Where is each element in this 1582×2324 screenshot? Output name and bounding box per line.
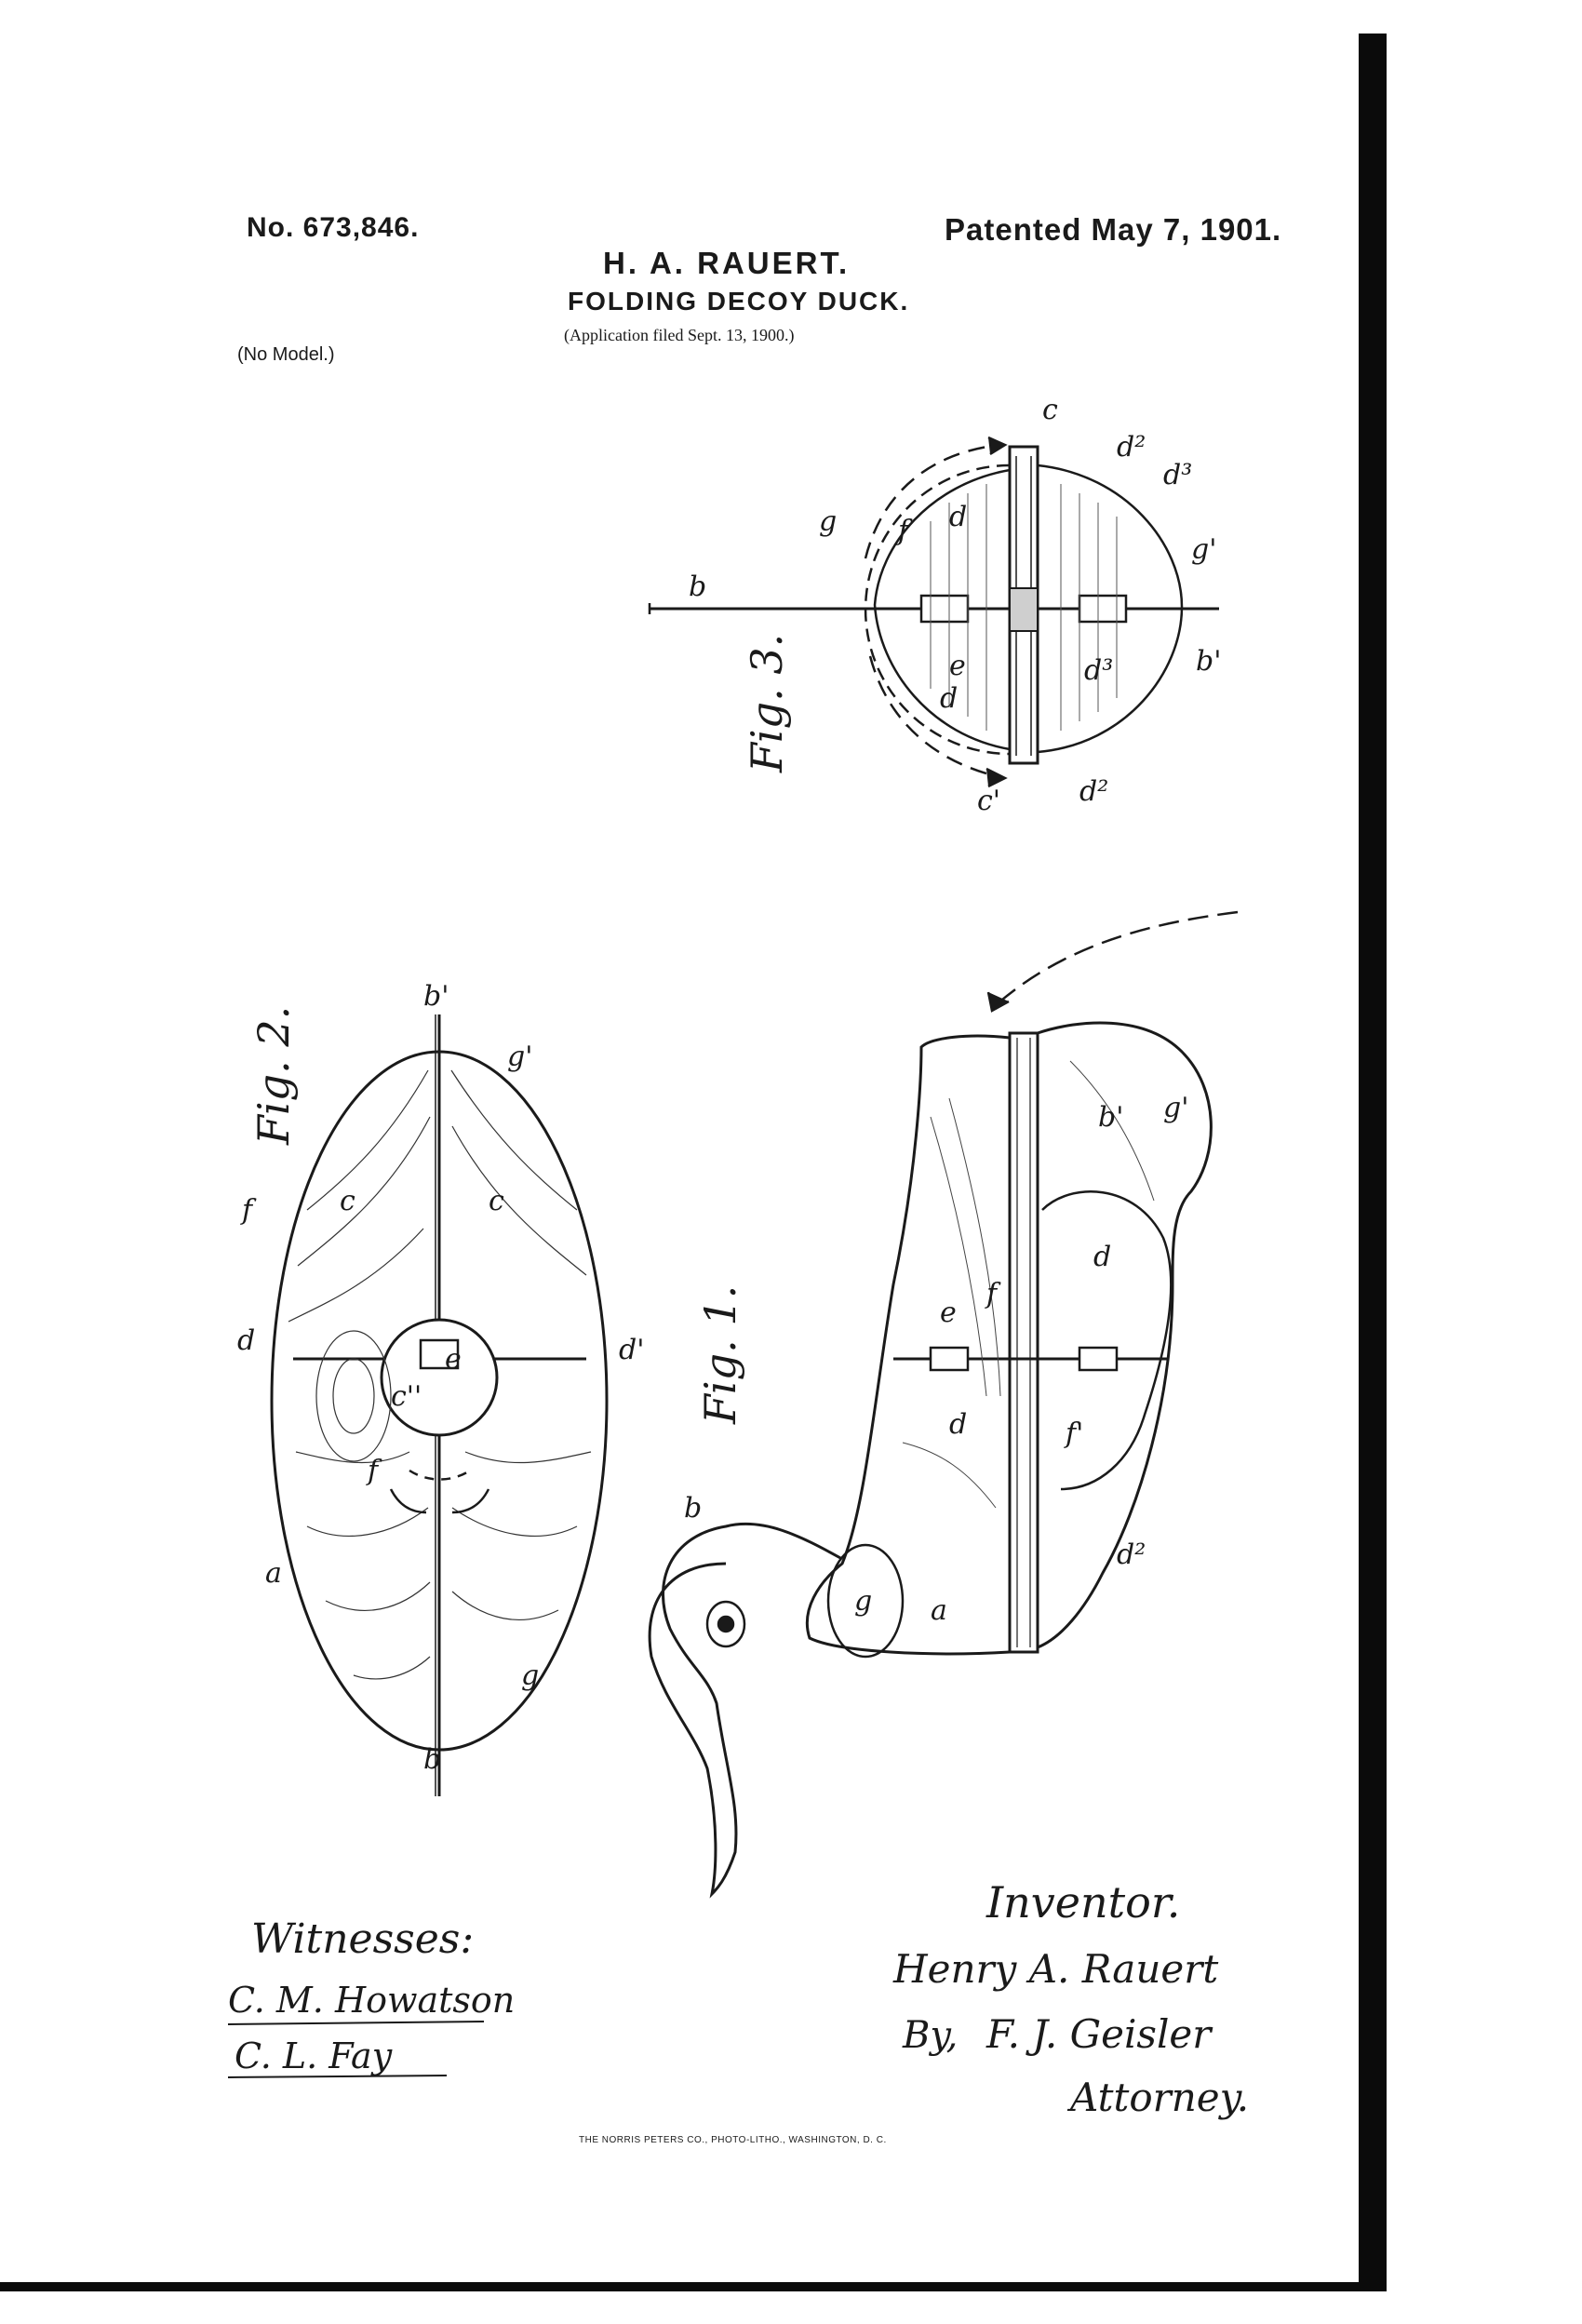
fig2-ref-g: g xyxy=(521,1659,539,1692)
no-model-note: (No Model.) xyxy=(237,344,335,365)
fig1-ref-b-prime: b' xyxy=(1098,1101,1123,1134)
printer-imprint: THE NORRIS PETERS CO., PHOTO-LITHO., WAS… xyxy=(579,2135,887,2145)
inventor-label: Inventor. xyxy=(985,1877,1180,1928)
figure-3-drawing xyxy=(648,436,1219,788)
fig3-ref-c: c xyxy=(1042,394,1058,426)
witness-1-signature: C. M. Howatson xyxy=(228,1980,515,2021)
fig1-ref-a: a xyxy=(931,1594,947,1627)
fig3-ref-d3-lower: d³ xyxy=(1084,654,1113,687)
figure-2-drawing xyxy=(270,1014,609,1796)
application-filed: (Application filed Sept. 13, 1900.) xyxy=(564,326,795,344)
fig1-ref-g: g xyxy=(854,1585,872,1618)
fig2-ref-f: f xyxy=(240,1194,257,1227)
fig3-ref-b: b xyxy=(689,571,706,603)
fig2-ref-g-prime: g' xyxy=(507,1041,532,1073)
figure-2-label: Fig. 2. xyxy=(248,1006,299,1146)
fig2-ref-c-right: c xyxy=(489,1185,504,1217)
attorney-label: Attorney. xyxy=(1066,2075,1249,2120)
patent-title: FOLDING DECOY DUCK. xyxy=(568,287,910,316)
by-label: By, xyxy=(902,2014,958,2057)
figure-1-label: Fig. 1. xyxy=(695,1285,745,1425)
fig3-ref-g-prime: g' xyxy=(1191,533,1216,566)
fig2-ref-b: b xyxy=(423,1743,441,1776)
scan-edge-bottom xyxy=(0,2282,1387,2291)
figure-3-label: Fig. 3. xyxy=(742,634,792,773)
fig3-ref-b-prime: b' xyxy=(1196,645,1221,678)
fig2-ref-f-lower: f xyxy=(366,1455,382,1487)
fig3-ref-g: g xyxy=(819,505,837,538)
inventor-name: H. A. RAUERT. xyxy=(603,246,851,280)
patent-number: No. 673,846. xyxy=(247,212,420,243)
fig2-ref-b-prime: b' xyxy=(423,980,449,1013)
fig1-ref-e: e xyxy=(940,1296,957,1329)
figure-1-drawing xyxy=(648,910,1239,1899)
fig3-ref-d-upper: d xyxy=(949,501,967,533)
fig3-ref-d3: d³ xyxy=(1163,459,1192,491)
fig1-ref-g-prime: g' xyxy=(1163,1092,1188,1124)
witnesses-label: Witnesses: xyxy=(251,1915,474,1963)
fig3-ref-d2: d² xyxy=(1117,431,1146,463)
fig3-ref-f: f xyxy=(896,515,913,547)
fig3-ref-d2-lower: d² xyxy=(1079,775,1108,808)
fig1-ref-f-prime: f' xyxy=(1064,1417,1083,1450)
fig2-ref-c-left: c xyxy=(340,1185,355,1217)
witness-2-signature: C. L. Fay xyxy=(235,2035,393,2076)
fig1-ref-b: b xyxy=(684,1492,702,1525)
patented-date: Patented May 7, 1901. xyxy=(945,212,1282,247)
inventor-signature: Henry A. Rauert xyxy=(892,1946,1218,1992)
fig1-ref-d-left: d xyxy=(949,1408,967,1441)
fig2-ref-d-prime: d' xyxy=(619,1334,644,1366)
fig2-ref-c-double-prime: c'' xyxy=(391,1380,422,1413)
fig3-ref-d-lower: d xyxy=(940,682,958,715)
fig2-ref-d: d xyxy=(237,1324,255,1357)
fig3-ref-c-prime: c' xyxy=(977,785,1000,817)
scan-edge-right xyxy=(1359,34,1387,2290)
fig2-ref-e: e xyxy=(445,1343,462,1376)
fig1-ref-f: f xyxy=(985,1278,1001,1310)
attorney-signature: F. J. Geisler xyxy=(985,2011,1213,2057)
fig3-ref-e: e xyxy=(949,650,966,682)
fig1-ref-d-right: d xyxy=(1093,1241,1111,1273)
fig1-ref-d2: d² xyxy=(1117,1538,1146,1571)
fig2-ref-a: a xyxy=(265,1557,282,1590)
